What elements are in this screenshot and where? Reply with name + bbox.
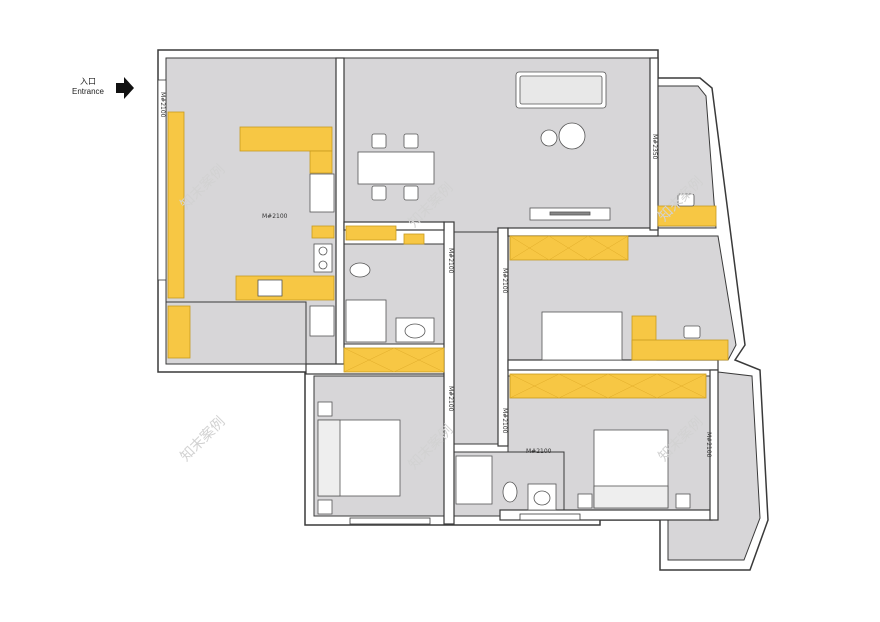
chair <box>371 185 387 201</box>
desk-counter <box>631 339 729 361</box>
toilet <box>502 481 518 503</box>
entry-cabinet <box>167 111 185 299</box>
svg-text:M#2100: M#2100 <box>501 408 508 434</box>
kitchen-counter-small <box>311 225 335 239</box>
svg-text:M#2100: M#2100 <box>501 268 508 294</box>
desk-chair <box>683 325 701 339</box>
bathroom-cabinet <box>345 225 397 241</box>
balcony-chair <box>677 193 695 207</box>
svg-text:知末案例: 知末案例 <box>177 413 229 465</box>
shower-2 <box>455 455 493 505</box>
stove <box>313 243 333 273</box>
entrance-label: 入口 Entrance <box>72 77 134 99</box>
svg-text:M#2100: M#2100 <box>447 248 454 274</box>
svg-text:M#2350: M#2350 <box>651 134 658 160</box>
coffee-table <box>558 122 586 150</box>
bed-middle <box>541 311 623 361</box>
entrance-label-en: Entrance <box>72 87 105 96</box>
windows <box>157 79 581 525</box>
door-tags: M#2100 M#2100 M#2100 M#2350 M#2100 M#210… <box>159 92 712 458</box>
sink <box>257 279 283 297</box>
bedroom-wardrobe-middle <box>509 235 629 261</box>
fridge <box>309 173 335 213</box>
svg-text:M#2100: M#2100 <box>159 92 166 118</box>
bedroom-wardrobe-master <box>509 373 707 399</box>
chair <box>403 133 419 149</box>
svg-text:M#2100: M#2100 <box>262 213 288 220</box>
arrow-right-icon <box>116 77 134 99</box>
kitchen-cabinet-top <box>239 126 333 152</box>
basin <box>527 483 557 511</box>
furniture <box>257 71 701 515</box>
svg-text:M#2100: M#2100 <box>526 448 552 455</box>
laundry-cabinet <box>167 305 191 359</box>
bedroom-wardrobe-left <box>343 347 445 373</box>
entrance-label-cn: 入口 <box>80 77 96 86</box>
built-in-cabinets <box>167 111 729 399</box>
cabinet-door-lines <box>343 235 707 399</box>
kitchen-counter-lower <box>235 275 335 301</box>
svg-text:M#2100: M#2100 <box>705 432 712 458</box>
washer <box>309 305 335 337</box>
shower <box>345 299 387 343</box>
dining-table <box>357 151 435 185</box>
kitchen-cabinet-side <box>309 150 333 174</box>
svg-text:M#2100: M#2100 <box>447 386 454 412</box>
corridor <box>451 231 499 445</box>
chair <box>403 185 419 201</box>
bathroom-cabinet-2 <box>403 233 425 245</box>
toilet <box>349 262 371 278</box>
side-table <box>540 129 558 147</box>
chair <box>371 133 387 149</box>
